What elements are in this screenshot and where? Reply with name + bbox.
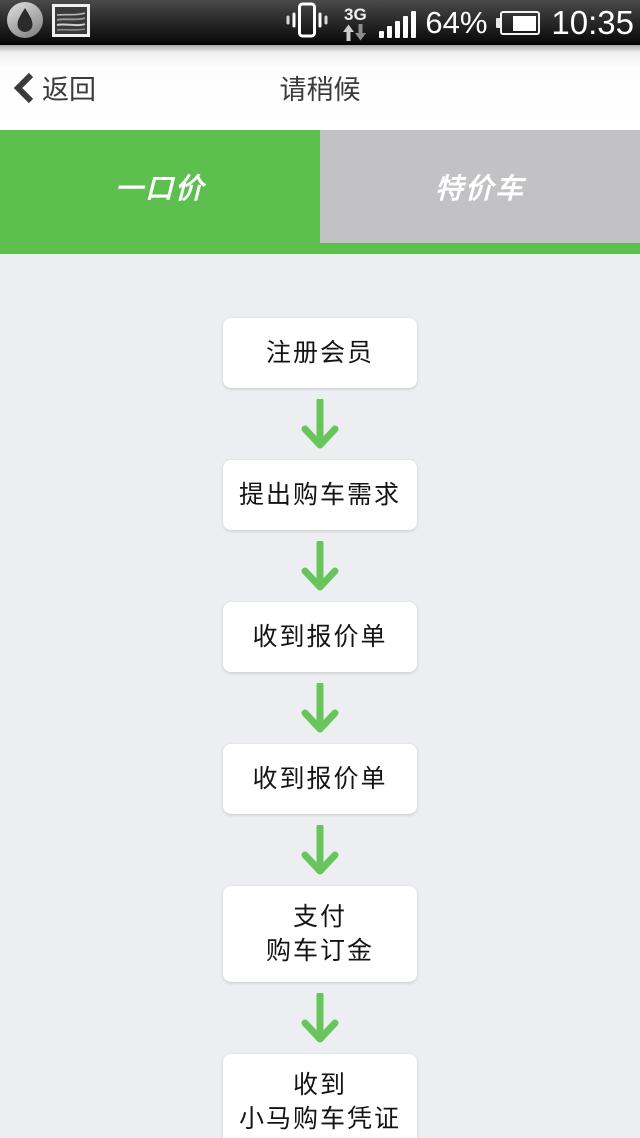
network-3g-icon: 3G — [340, 6, 370, 42]
back-button-label: 返回 — [42, 75, 96, 105]
tab-fixed-price-label: 一口价 — [114, 172, 205, 204]
status-bar-left — [6, 1, 90, 44]
flow-step-label: 注册会员 — [265, 339, 374, 367]
network-type-label: 3G — [344, 4, 367, 24]
down-arrow-icon — [301, 683, 339, 733]
gallery-icon — [52, 3, 90, 42]
flow-step-label: 支付 — [292, 903, 347, 931]
purchase-flow: 注册会员 提出购车需求 收到报价单 收到报价单 支付 购车订 — [0, 254, 640, 1138]
battery-icon — [496, 11, 541, 35]
tab-bar: 一口价 特价车 — [0, 130, 640, 254]
status-bar[interactable]: 3G 64% 10:35 — [0, 0, 640, 45]
flow-step-label: 购车订金 — [265, 937, 374, 965]
tab-special-price[interactable]: 特价车 — [320, 130, 640, 243]
network-traffic-arrows — [343, 23, 367, 41]
flow-step-label: 提出购车需求 — [238, 481, 401, 509]
battery-percent-label: 64% — [425, 5, 488, 40]
flow-step-label: 收到报价单 — [252, 765, 388, 793]
flow-step-label: 收到 — [292, 1071, 347, 1099]
vibrate-icon — [283, 0, 331, 45]
flow-step-quote-2: 收到报价单 — [223, 744, 417, 814]
flow-step-quote-1: 收到报价单 — [223, 602, 417, 672]
down-arrow-icon — [301, 399, 339, 449]
tab-fixed-price[interactable]: 一口价 — [0, 130, 320, 243]
flow-step-register: 注册会员 — [223, 318, 417, 388]
down-arrow-icon — [301, 541, 339, 591]
flow-step-label: 收到报价单 — [252, 623, 388, 651]
nav-bar: 返回 请稍候 — [0, 45, 640, 130]
clock-label: 10:35 — [551, 4, 634, 41]
signal-icon — [379, 11, 417, 38]
flow-step-label: 小马购车凭证 — [238, 1105, 401, 1133]
drop-icon — [6, 1, 44, 44]
down-arrow-icon — [301, 993, 339, 1043]
flow-step-voucher: 收到 小马购车凭证 — [223, 1054, 417, 1138]
status-bar-right: 3G 64% 10:35 — [283, 0, 634, 45]
tab-special-price-label: 特价车 — [434, 172, 525, 204]
flow-step-request: 提出购车需求 — [223, 460, 417, 530]
back-button[interactable]: 返回 — [12, 68, 96, 107]
down-arrow-icon — [301, 825, 339, 875]
flow-step-deposit: 支付 购车订金 — [223, 886, 417, 982]
page-title: 请稍候 — [279, 75, 361, 105]
back-chevron-icon — [13, 72, 34, 103]
